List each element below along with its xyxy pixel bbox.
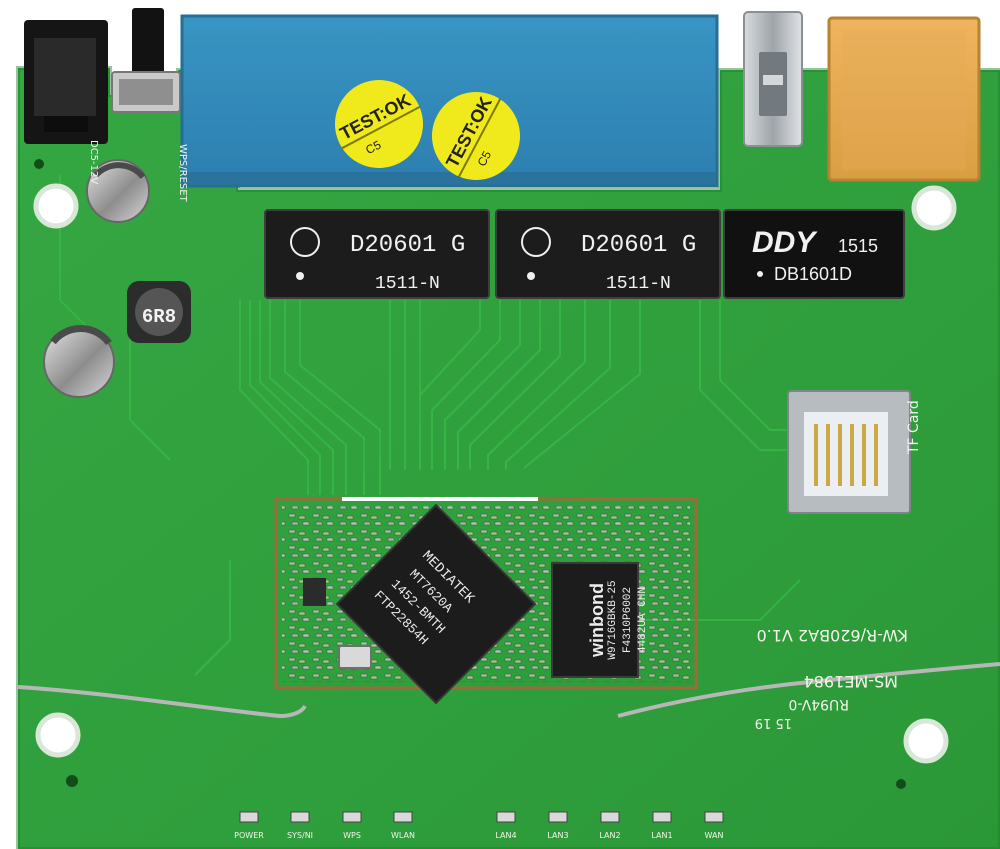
svg-text:1511-N: 1511-N bbox=[606, 274, 671, 294]
board-model-label: KW-R/620BA2 V1.0 bbox=[757, 626, 909, 645]
led-label-wlan: WLAN bbox=[391, 831, 415, 840]
svg-text:D20601 G: D20601 G bbox=[350, 232, 465, 259]
usb-port bbox=[743, 11, 803, 147]
led-label-lan4: LAN4 bbox=[495, 831, 516, 840]
svg-text:DDY: DDY bbox=[752, 226, 818, 259]
led-label-lan2: LAN2 bbox=[599, 831, 620, 840]
svg-text:W9716GBKB-25: W9716GBKB-25 bbox=[607, 580, 619, 659]
wps-reset-button bbox=[111, 8, 181, 113]
mounting-holes bbox=[33, 159, 957, 789]
cert-label: RU94V-0 bbox=[788, 696, 849, 712]
test-sticker-2: TEST:OK C5 bbox=[432, 92, 520, 180]
wps-reset-label: WPS/RESET bbox=[177, 144, 188, 203]
electrolytic-capacitor-bottom bbox=[43, 325, 115, 398]
lan-transformer-2: D20601 G 1511-N bbox=[495, 209, 721, 299]
crystal bbox=[338, 645, 372, 669]
tf-card-label: TF Card bbox=[906, 400, 922, 455]
svg-text:DB1601D: DB1601D bbox=[774, 264, 852, 284]
led-label-wps: WPS bbox=[343, 831, 361, 840]
tf-card-slot bbox=[787, 390, 911, 514]
test-sticker-1: TEST:OK C5 bbox=[335, 80, 423, 168]
led-label-lan1: LAN1 bbox=[651, 831, 672, 840]
electrolytic-capacitor-top bbox=[86, 159, 150, 223]
small-ic bbox=[303, 578, 326, 606]
led-label-power: POWER bbox=[234, 831, 264, 840]
antenna-wires bbox=[17, 662, 1000, 719]
svg-text:1515: 1515 bbox=[838, 236, 878, 256]
svg-text:winbond: winbond bbox=[587, 583, 607, 658]
svg-text:D20601 G: D20601 G bbox=[581, 232, 696, 259]
svg-text:4482UA CHN: 4482UA CHN bbox=[637, 587, 649, 653]
soc-chip: MEDIATEK MT7620A 1452-BMTH FTP22854H bbox=[335, 503, 537, 705]
svg-text:6R8: 6R8 bbox=[142, 306, 176, 328]
board-code-label: MS-ME1984 bbox=[804, 672, 898, 691]
pcb-edge bbox=[16, 66, 1000, 849]
svg-text:C5: C5 bbox=[363, 137, 383, 157]
svg-text:1511-N: 1511-N bbox=[375, 274, 440, 294]
led-label-wan: WAN bbox=[705, 831, 724, 840]
dc-jack bbox=[24, 20, 108, 144]
orange-antenna-connector bbox=[827, 16, 981, 182]
led-label-lan3: LAN3 bbox=[547, 831, 568, 840]
rf-shield-frame bbox=[274, 497, 698, 690]
svg-text:C5: C5 bbox=[475, 148, 495, 168]
led-indicator-row bbox=[239, 811, 724, 823]
lan-transformer-3: DDY 1515 DB1601D bbox=[723, 209, 905, 299]
dc-label: DC5-12V bbox=[88, 140, 99, 184]
power-inductor: 6R8 bbox=[127, 281, 191, 343]
lan-transformer-1: D20601 G 1511-N bbox=[264, 209, 490, 299]
led-label-sys: SYS/NI bbox=[287, 831, 313, 840]
date-code-label: 15 19 bbox=[755, 715, 792, 730]
svg-text:F4310P6002: F4310P6002 bbox=[622, 587, 634, 653]
ram-chip: winbond W9716GBKB-25 F4310P6002 4482UA C… bbox=[551, 562, 649, 678]
